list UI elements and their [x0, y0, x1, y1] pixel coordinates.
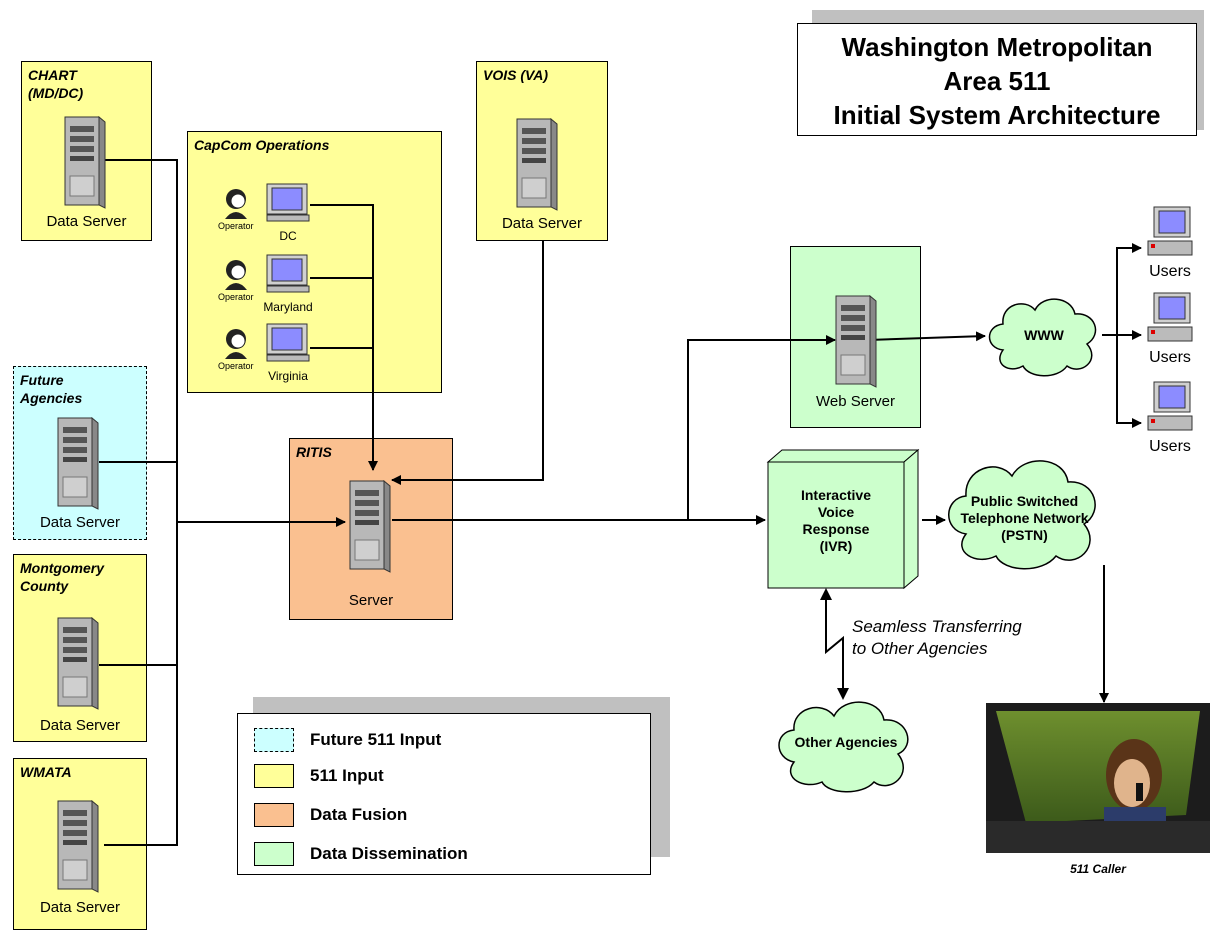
- computer-icon: [1147, 206, 1193, 256]
- caller-label: 511 Caller: [1070, 862, 1126, 876]
- ivr-line-4: (IVR): [819, 538, 853, 554]
- chart-title-2: (MD/DC): [28, 85, 84, 101]
- chart-server-icon: [64, 116, 106, 209]
- vois-server-label: Data Server: [501, 215, 583, 232]
- user-workstation-3: Users: [1140, 380, 1200, 460]
- www-cloud: [988, 298, 1097, 377]
- operator-icon: [225, 260, 247, 290]
- chart-server-label: Data Server: [46, 213, 127, 230]
- operator-label: Operator: [218, 361, 254, 371]
- chart-title-1: CHART: [28, 67, 77, 83]
- computer-icon: [266, 323, 310, 362]
- legend-swatch: [254, 764, 294, 788]
- title-line-2: Area 511: [943, 66, 1051, 96]
- station-label: Virginia: [268, 369, 308, 383]
- station-label: Maryland: [263, 300, 313, 314]
- transfer-note: Seamless Transferring to Other Agencies: [852, 616, 1022, 660]
- pstn-line-2: Telephone Network: [960, 510, 1089, 526]
- legend: Future 511 Input 511 Input Data Fusion D…: [237, 713, 651, 875]
- legend-swatch: [254, 803, 294, 827]
- future-title-2: Agencies: [20, 390, 83, 406]
- capcom-box: CapCom Operations: [187, 131, 442, 393]
- pstn-line-3: (PSTN): [1001, 527, 1048, 543]
- ivr-box: [766, 448, 920, 590]
- ritis-server-icon: [349, 480, 391, 573]
- montgomery-server-label: Data Server: [39, 717, 121, 734]
- title-line-3: Initial System Architecture: [833, 100, 1161, 130]
- montgomery-title-2: County: [20, 578, 69, 594]
- user-workstation-2: Users: [1140, 291, 1200, 371]
- pstn-line-1: Public Switched: [970, 493, 1079, 509]
- users-label: Users: [1149, 263, 1191, 280]
- ritis-title: RITIS: [296, 444, 332, 460]
- ivr-line-2: Voice: [817, 504, 855, 520]
- title-line-1: Washington Metropolitan: [841, 32, 1153, 62]
- station-label: DC: [279, 229, 297, 243]
- future-title-1: Future: [20, 372, 64, 388]
- operator-icon: [225, 329, 247, 359]
- pstn-label: Public Switched Telephone Network (PSTN): [942, 493, 1107, 544]
- diagram-title: Washington Metropolitan Area 511 Initial…: [797, 23, 1197, 136]
- legend-label: Future 511 Input: [310, 730, 442, 749]
- computer-icon: [1147, 292, 1193, 342]
- capcom-station-virginia: Operator Virginia: [218, 323, 318, 383]
- wmata-title: WMATA: [20, 764, 72, 780]
- vois-server-icon: [516, 118, 558, 211]
- legend-swatch: [254, 842, 294, 866]
- ivr-label: Interactive Voice Response (IVR): [768, 487, 904, 555]
- wmata-server-label: Data Server: [39, 899, 121, 916]
- www-label: WWW: [1024, 327, 1064, 343]
- user-workstation-1: Users: [1140, 205, 1200, 285]
- other-agencies-label: Other Agencies: [794, 734, 898, 750]
- future-server-icon: [57, 417, 99, 510]
- operator-icon: [225, 189, 247, 219]
- users-label: Users: [1149, 438, 1191, 455]
- montgomery-title-1: Montgomery: [20, 560, 104, 576]
- caller-photo: [986, 703, 1210, 853]
- legend-label: Data Dissemination: [310, 844, 468, 863]
- computer-icon: [266, 254, 310, 293]
- other-agencies-cloud: [778, 701, 909, 793]
- transfer-line-2: to Other Agencies: [852, 639, 988, 658]
- capcom-title: CapCom Operations: [194, 137, 330, 153]
- web-server-label: Web Server: [816, 393, 895, 410]
- wmata-server-icon: [57, 800, 99, 893]
- ivr-line-1: Interactive: [800, 487, 872, 503]
- legend-label: Data Fusion: [310, 805, 408, 824]
- montgomery-server-icon: [57, 617, 99, 710]
- operator-label: Operator: [218, 221, 254, 231]
- legend-swatch: [254, 728, 294, 752]
- users-label: Users: [1149, 349, 1191, 366]
- pstn-cloud: [948, 460, 1096, 570]
- computer-icon: [1147, 381, 1193, 431]
- ritis-server-label: Server: [348, 592, 394, 609]
- capcom-station-dc: Operator DC: [218, 183, 318, 243]
- vois-title: VOIS (VA): [483, 67, 549, 83]
- capcom-station-maryland: Operator Maryland: [218, 254, 318, 314]
- future-server-label: Data Server: [39, 514, 121, 531]
- transfer-line-1: Seamless Transferring: [852, 617, 1022, 636]
- operator-label: Operator: [218, 292, 254, 302]
- ivr-line-3: Response: [802, 521, 870, 537]
- computer-icon: [266, 183, 310, 222]
- legend-label: 511 Input: [310, 766, 384, 785]
- web-server-icon: [835, 295, 877, 388]
